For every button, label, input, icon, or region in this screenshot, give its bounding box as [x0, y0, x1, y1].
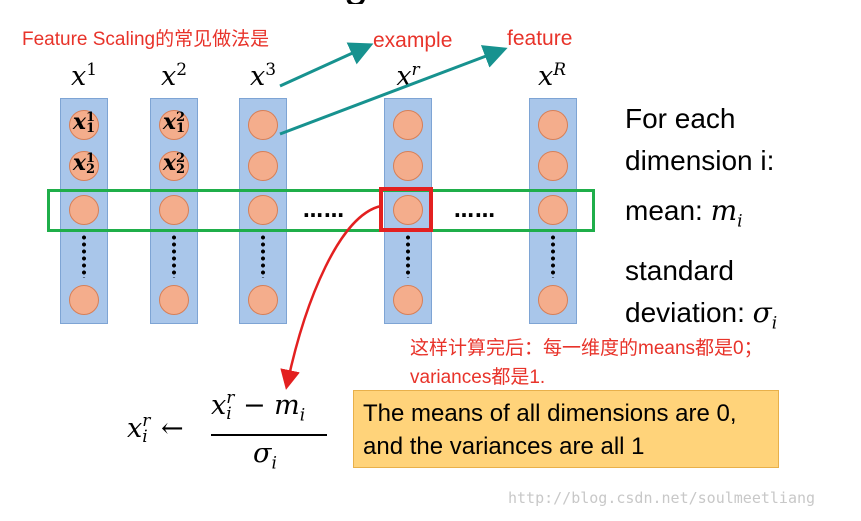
vertical-ellipsis: [82, 234, 86, 278]
normalize-arrow: [280, 204, 382, 390]
vertical-ellipsis: [406, 234, 410, 278]
dimension-row-highlight: [47, 189, 595, 232]
feature-node: [159, 285, 189, 315]
column-label-x1: x1: [70, 60, 98, 92]
column-label-x2: x2: [160, 60, 188, 92]
column-label-xr: xr: [396, 60, 420, 92]
watermark: http://blog.csdn.net/soulmeetliang: [508, 489, 816, 507]
feature-node: [393, 285, 423, 315]
feature-node: [248, 151, 278, 181]
cropped-title-fragment: Feature Scaling: [60, 0, 400, 4]
feature-node: [393, 151, 423, 181]
feature-node: [538, 195, 568, 225]
mean-definition: mean: mi: [625, 194, 743, 232]
vertical-ellipsis: [172, 234, 176, 278]
feature-node: [538, 110, 568, 140]
feature-node: [538, 151, 568, 181]
feature-node: [69, 151, 99, 181]
annotation-title: Feature Scaling的常见做法是: [22, 29, 270, 50]
chinese-note: 这样计算完后：每一维度的means都是0； variances都是1.: [410, 338, 763, 388]
callout-example-label: example: [373, 29, 453, 52]
feature-vector-column-1: [60, 98, 108, 324]
std-definition: standard deviation: σi: [625, 255, 778, 334]
feature-node: [69, 110, 99, 140]
horizontal-ellipsis: ……: [454, 198, 496, 222]
feature-node: [248, 285, 278, 315]
feature-vector-column-R: [529, 98, 577, 324]
selected-cell-highlight: [379, 187, 433, 232]
feature-node: [159, 151, 189, 181]
feature-node: [248, 195, 278, 225]
column-label-xR: xR: [537, 60, 567, 92]
for-each-dimension-text: For each dimension i:: [625, 103, 775, 176]
example-callout-arrow: [279, 42, 374, 88]
feature-vector-column-3: [239, 98, 287, 324]
vertical-ellipsis: [261, 234, 265, 278]
callout-feature-label: feature: [507, 27, 573, 50]
feature-node: [159, 195, 189, 225]
feature-node: [538, 285, 568, 315]
feature-node: [69, 285, 99, 315]
feature-node: [248, 110, 278, 140]
fraction-bar: [211, 434, 327, 436]
feature-node: [393, 195, 423, 225]
feature-node: [69, 195, 99, 225]
result-box: The means of all dimensions are 0, and t…: [353, 390, 779, 468]
feature-node: [393, 110, 423, 140]
feature-node: [159, 110, 189, 140]
column-label-x3: x3: [249, 60, 277, 92]
vertical-ellipsis: [551, 234, 555, 278]
feature-vector-column-2: [150, 98, 198, 324]
